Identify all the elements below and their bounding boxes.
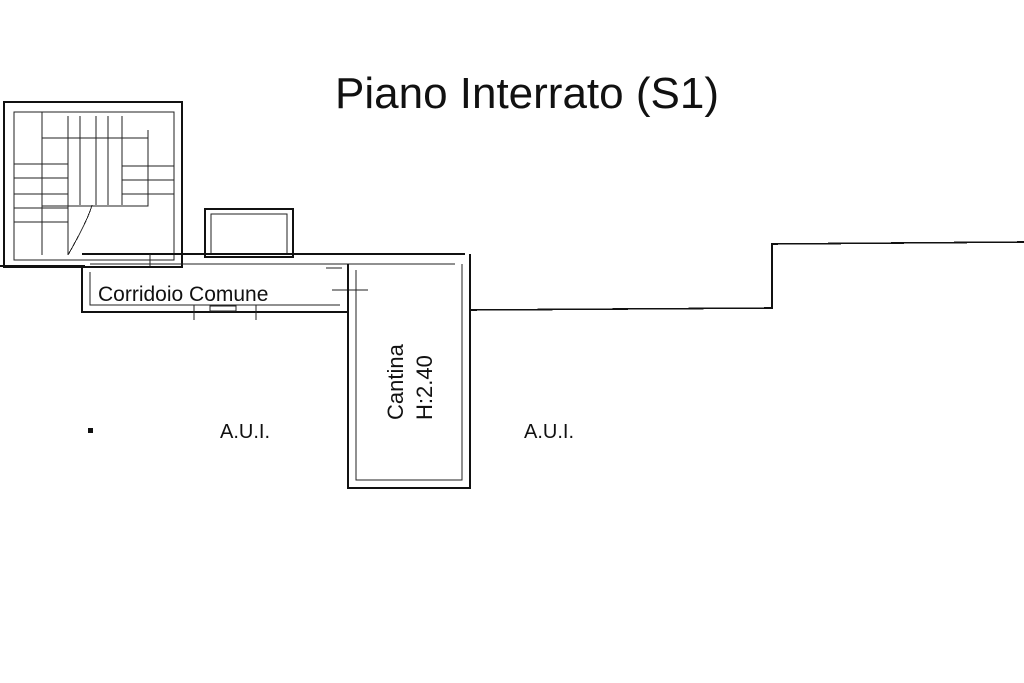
service-shaft <box>204 208 294 258</box>
area-label-left: A.U.I. <box>220 421 270 443</box>
corridor-label: Corridoio Comune <box>98 283 268 306</box>
cellar <box>347 254 471 489</box>
plan-title: Piano Interrato (S1) <box>335 69 719 118</box>
cellar-label: Cantina <box>383 343 408 420</box>
ground-line-right <box>469 241 1024 311</box>
corridor <box>81 253 465 320</box>
cellar-labels: Cantina H:2.40 <box>383 343 437 420</box>
cellar-height: H:2.40 <box>412 355 437 420</box>
area-label-right: A.U.I. <box>524 421 574 443</box>
stairwell <box>3 101 183 268</box>
scan-speck <box>88 428 93 433</box>
